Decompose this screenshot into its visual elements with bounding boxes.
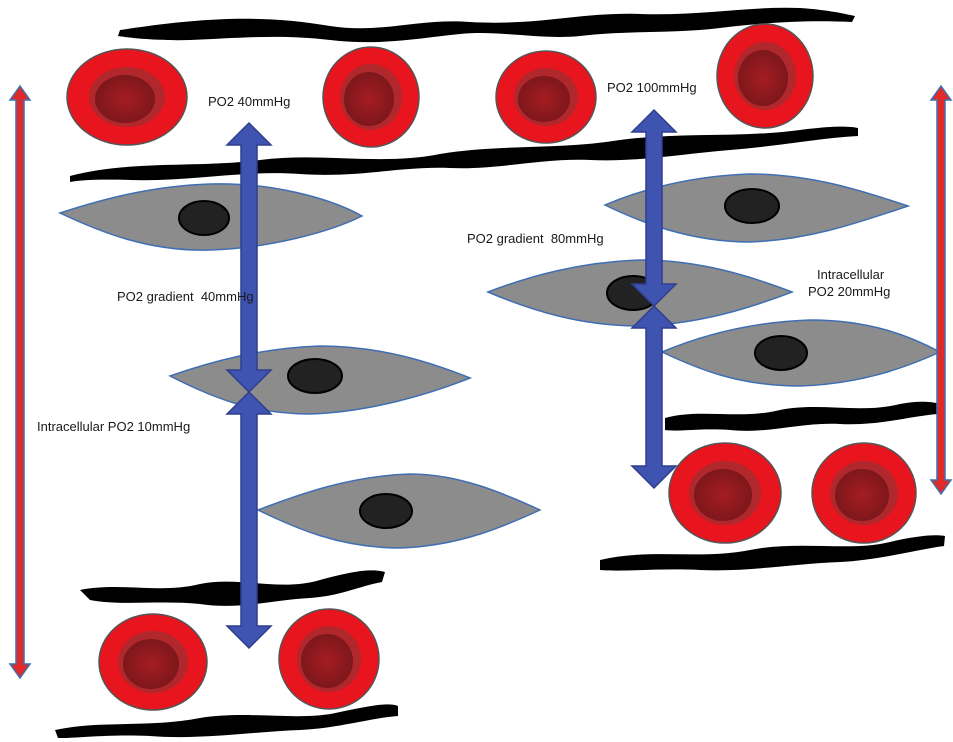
right-intracellular-label-line1: Intracellular — [817, 266, 884, 283]
rbc-top-3 — [496, 51, 596, 143]
bottom-left-vessel-wall-upper — [80, 570, 385, 605]
right-intracellular-label-line2: PO2 20mmHg — [808, 283, 890, 300]
bottom-right-vessel-wall-lower — [600, 535, 945, 570]
rbc-top-4 — [717, 24, 813, 128]
left-po2-label: PO2 40mmHg — [208, 93, 290, 110]
nucleus — [179, 201, 229, 235]
tissue-cell-left-1 — [60, 184, 362, 250]
rbc-bottom-left-1 — [99, 614, 207, 710]
rbc-top-2 — [323, 47, 419, 147]
right-gradient-label: PO2 gradient 80mmHg — [467, 230, 604, 247]
nucleus — [725, 189, 779, 223]
rbc-bottom-left-2 — [279, 609, 379, 709]
left-intracellular-label: Intracellular PO2 10mmHg — [37, 418, 190, 435]
rbc-top-1 — [67, 49, 187, 145]
right-po2-label: PO2 100mmHg — [607, 79, 697, 96]
nucleus — [288, 359, 342, 393]
left-distance-arrow — [10, 86, 30, 678]
left-lower-gradient-arrow — [227, 392, 271, 648]
bottom-right-vessel-wall-upper — [665, 402, 940, 431]
nucleus — [360, 494, 412, 528]
right-distance-arrow — [931, 86, 951, 494]
tissue-cell-left-2 — [170, 346, 470, 414]
tissue-cell-right-3 — [662, 320, 940, 386]
tissue-cell-left-3 — [258, 474, 540, 548]
nucleus — [755, 336, 807, 370]
right-lower-gradient-arrow — [632, 306, 676, 488]
rbc-bottom-right-2 — [812, 443, 916, 543]
rbc-bottom-right-1 — [669, 443, 781, 543]
bottom-left-vessel-wall-lower — [55, 704, 398, 738]
left-gradient-label: PO2 gradient 40mmHg — [117, 288, 254, 305]
